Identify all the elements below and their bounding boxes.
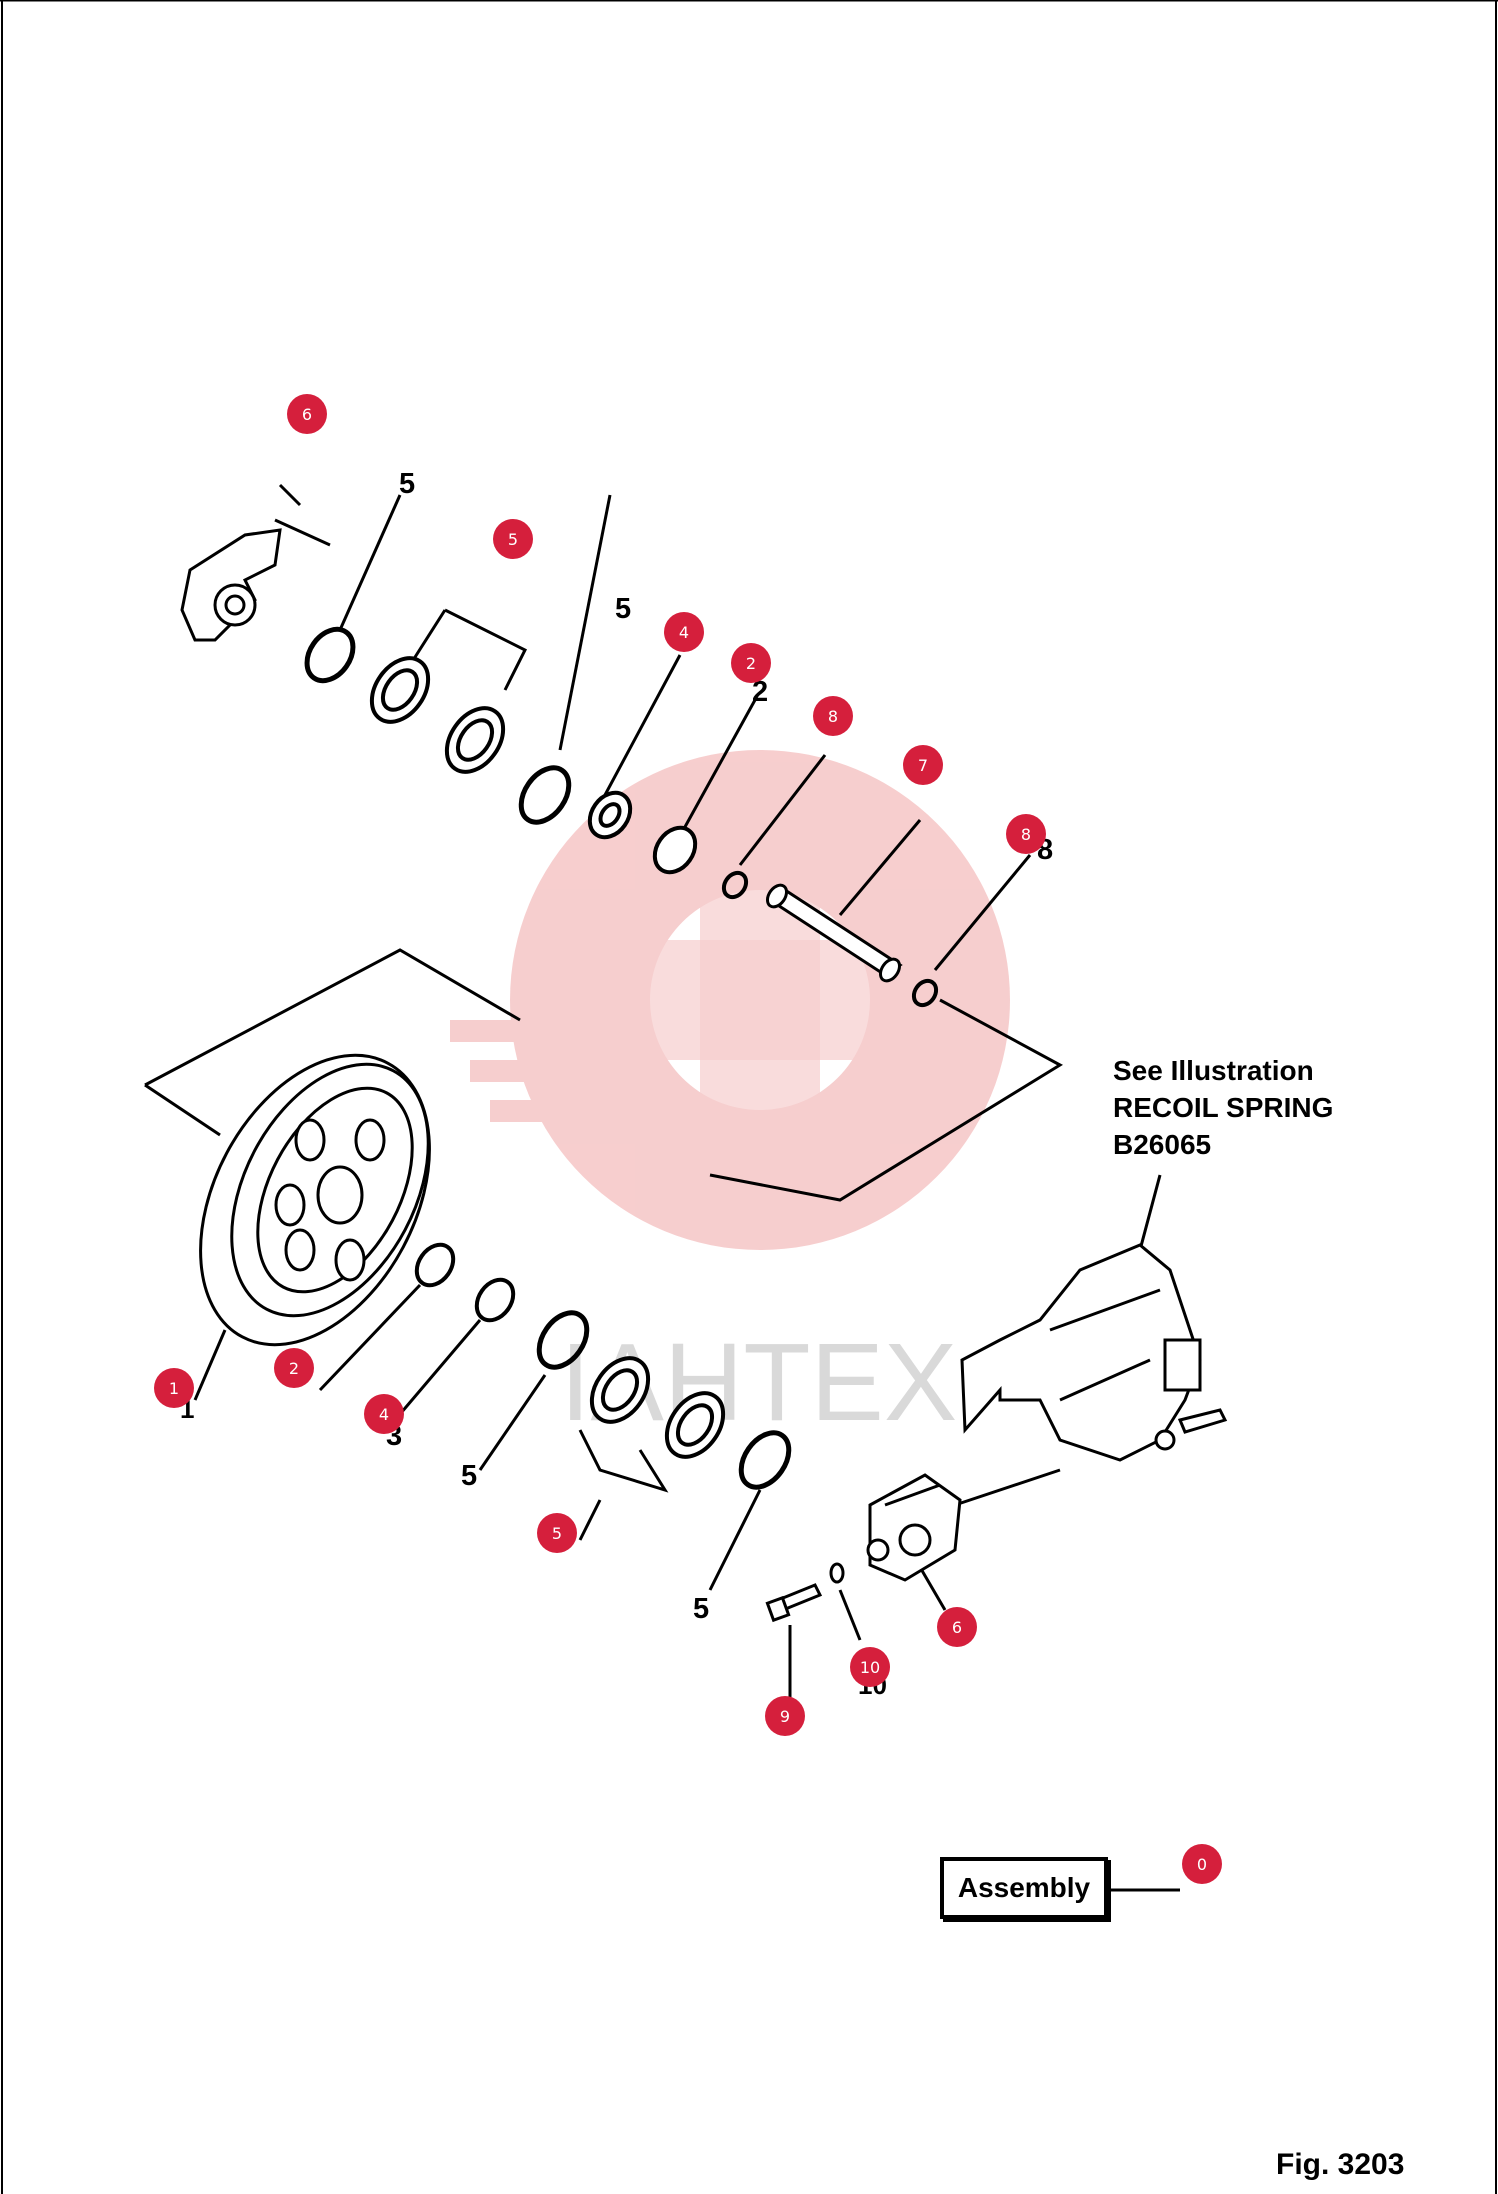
collar-part xyxy=(474,1277,516,1323)
hotspot-part-8[interactable]: 8 xyxy=(813,696,853,736)
collar-part xyxy=(587,790,633,840)
hotspot-part-6[interactable]: 6 xyxy=(287,394,327,434)
part-number-label: 5 xyxy=(693,1593,710,1625)
o-ring-part xyxy=(304,626,356,684)
part-number-label: 5 xyxy=(615,593,632,625)
o-ring-part xyxy=(518,765,572,825)
hotspot-assembly-0[interactable]: 0 xyxy=(1182,1844,1222,1884)
o-ring-part xyxy=(536,1310,590,1370)
part-number-label: 5 xyxy=(399,468,416,500)
watermark-gear-icon xyxy=(450,750,1010,1250)
hotspot-part-2[interactable]: 2 xyxy=(731,643,771,683)
hotspot-part-6[interactable]: 6 xyxy=(937,1607,977,1647)
floating-seal-pair-top xyxy=(369,656,506,774)
idler-bracket-top-part xyxy=(180,528,282,642)
small-o-ring-part xyxy=(721,870,749,900)
hotspot-part-9[interactable]: 9 xyxy=(765,1696,805,1736)
bushing-part xyxy=(414,1242,456,1288)
small-o-ring-part xyxy=(911,978,939,1008)
hotspot-part-4[interactable]: 4 xyxy=(664,612,704,652)
recoil-spring-bracket-part xyxy=(960,1243,1228,1462)
hotspot-part-7[interactable]: 7 xyxy=(903,745,943,785)
washer-part xyxy=(829,1562,845,1584)
o-ring-part xyxy=(738,1430,792,1490)
see-illustration-line: See Illustration xyxy=(1113,1055,1314,1086)
idler-wheel-part xyxy=(199,1053,431,1347)
idler-bracket-bottom-part xyxy=(866,1473,962,1582)
hotspot-part-2[interactable]: 2 xyxy=(274,1348,314,1388)
hotspot-part-4[interactable]: 4 xyxy=(364,1394,404,1434)
bolt-part xyxy=(765,1583,823,1623)
hotspot-part-5[interactable]: 5 xyxy=(493,519,533,559)
assembly-box[interactable]: Assembly xyxy=(940,1857,1108,1919)
figure-label: Fig. 3203 xyxy=(1276,2148,1405,2181)
reference-code: B26065 xyxy=(1113,1129,1212,1160)
bushing-part xyxy=(652,825,698,875)
floating-seal-pair-bottom xyxy=(589,1356,726,1459)
hotspot-part-8[interactable]: 8 xyxy=(1006,814,1046,854)
hotspot-part-1[interactable]: 1 xyxy=(154,1368,194,1408)
see-illustration-note: See Illustration RECOIL SPRING B26065 xyxy=(1113,1052,1333,1163)
part-number-label: 2 xyxy=(752,676,769,708)
recoil-spring-link[interactable]: RECOIL SPRING xyxy=(1113,1092,1334,1123)
hotspot-part-5[interactable]: 5 xyxy=(537,1513,577,1553)
part-number-label: 5 xyxy=(461,1460,478,1492)
hotspot-part-10[interactable]: 10 xyxy=(850,1647,890,1687)
shaft-part xyxy=(765,883,903,983)
